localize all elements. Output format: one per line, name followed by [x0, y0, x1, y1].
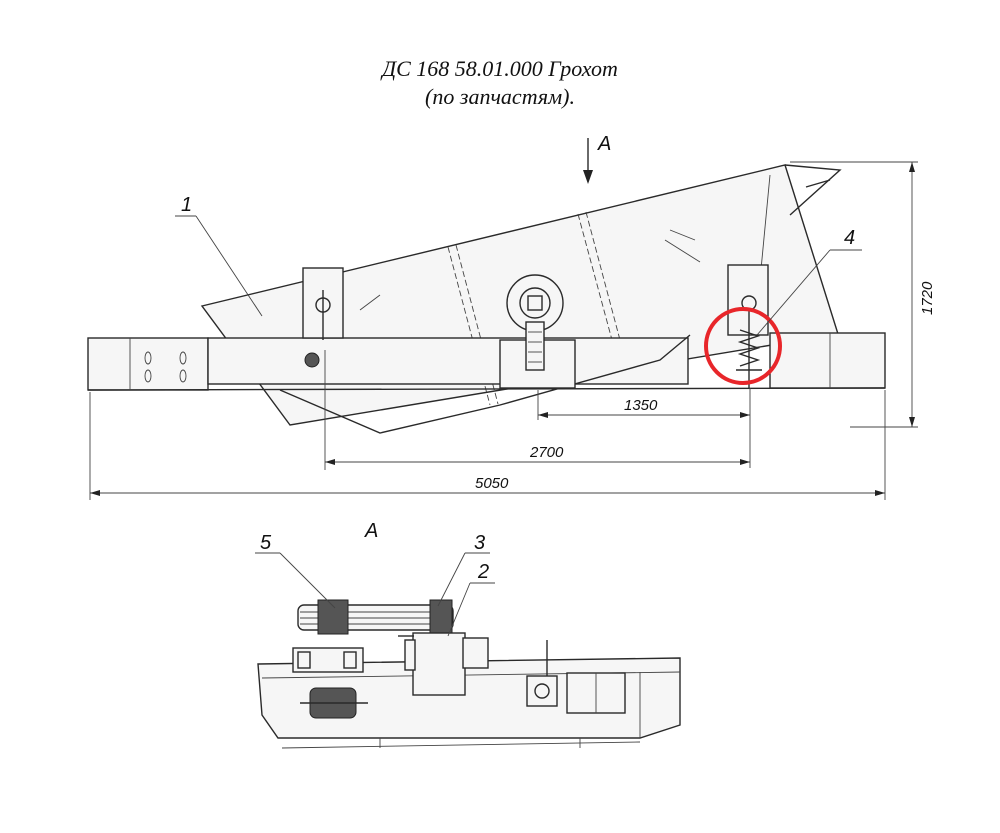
view-a-label: A — [364, 520, 378, 542]
right-support — [727, 264, 769, 336]
spring-highlight-circle — [704, 307, 782, 385]
dim-1350: 1350 — [624, 397, 658, 414]
callout-3: 3 — [474, 532, 485, 554]
base-frame-right — [769, 332, 886, 389]
vibrator-unit — [499, 274, 576, 389]
spring-assembly — [736, 310, 762, 388]
drawing-subtitle: (по запчастям). — [425, 84, 575, 109]
dim-5050: 5050 — [475, 475, 509, 492]
callout-5: 5 — [260, 532, 272, 554]
dimension-lines — [89, 161, 918, 500]
view-a: A — [255, 520, 681, 749]
drawing-title: ДС 168 58.01.000 Грохот — [382, 56, 618, 81]
belt-drive — [297, 599, 454, 635]
dim-1720: 1720 — [919, 281, 936, 315]
callout-2: 2 — [477, 561, 489, 583]
side-view: A 1 4 — [87, 133, 936, 500]
callout-4: 4 — [844, 227, 855, 249]
dim-2700: 2700 — [529, 444, 564, 461]
callout-1: 1 — [181, 194, 192, 216]
motor — [412, 632, 466, 696]
view-arrow-label: A — [597, 133, 611, 155]
